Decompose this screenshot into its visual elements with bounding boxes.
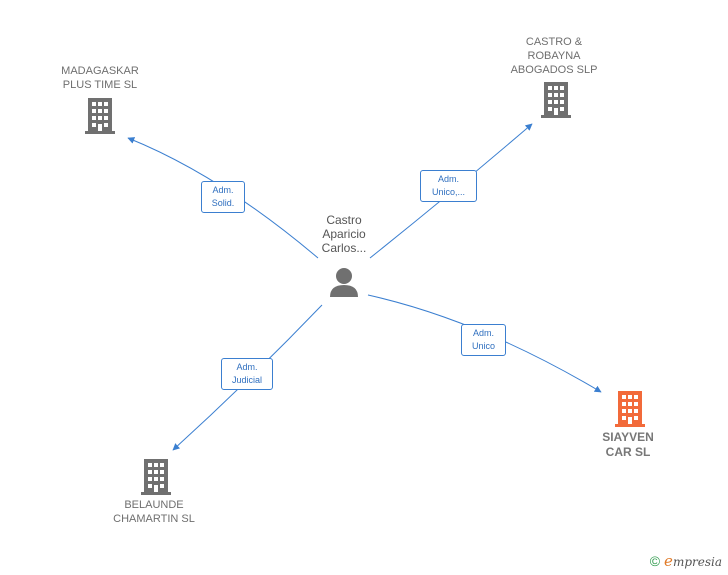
madagaskar-building-icon[interactable] [85, 98, 115, 134]
edge-label-castro-robayna: Adm. Unico,... [420, 170, 477, 202]
edge-label-belaunde: Adm. Judicial [221, 358, 273, 390]
edge-label-madagaskar: Adm. Solid. [201, 181, 245, 213]
copyright-symbol: © [649, 553, 661, 569]
castro-robayna-label[interactable]: CASTRO & ROBAYNA ABOGADOS SLP [510, 36, 598, 76]
edge-label-siayven: Adm. Unico [461, 324, 506, 356]
footer-brand: ©empresia [650, 552, 722, 570]
madagaskar-label[interactable]: MADAGASKAR PLUS TIME SL [61, 65, 139, 91]
brand-initial: e [664, 552, 673, 570]
castro-robayna-building-icon[interactable] [541, 82, 571, 118]
center-person-label[interactable]: Castro Aparicio Carlos... [321, 213, 367, 255]
siayven-label[interactable]: SIAYVEN CAR SL [602, 430, 654, 459]
belaunde-building-icon[interactable] [141, 459, 171, 495]
belaunde-label[interactable]: BELAUNDE CHAMARTIN SL [113, 499, 195, 525]
siayven-building-icon[interactable] [615, 391, 645, 427]
brand-name: mpresia [672, 555, 722, 569]
person-icon[interactable] [330, 268, 358, 297]
